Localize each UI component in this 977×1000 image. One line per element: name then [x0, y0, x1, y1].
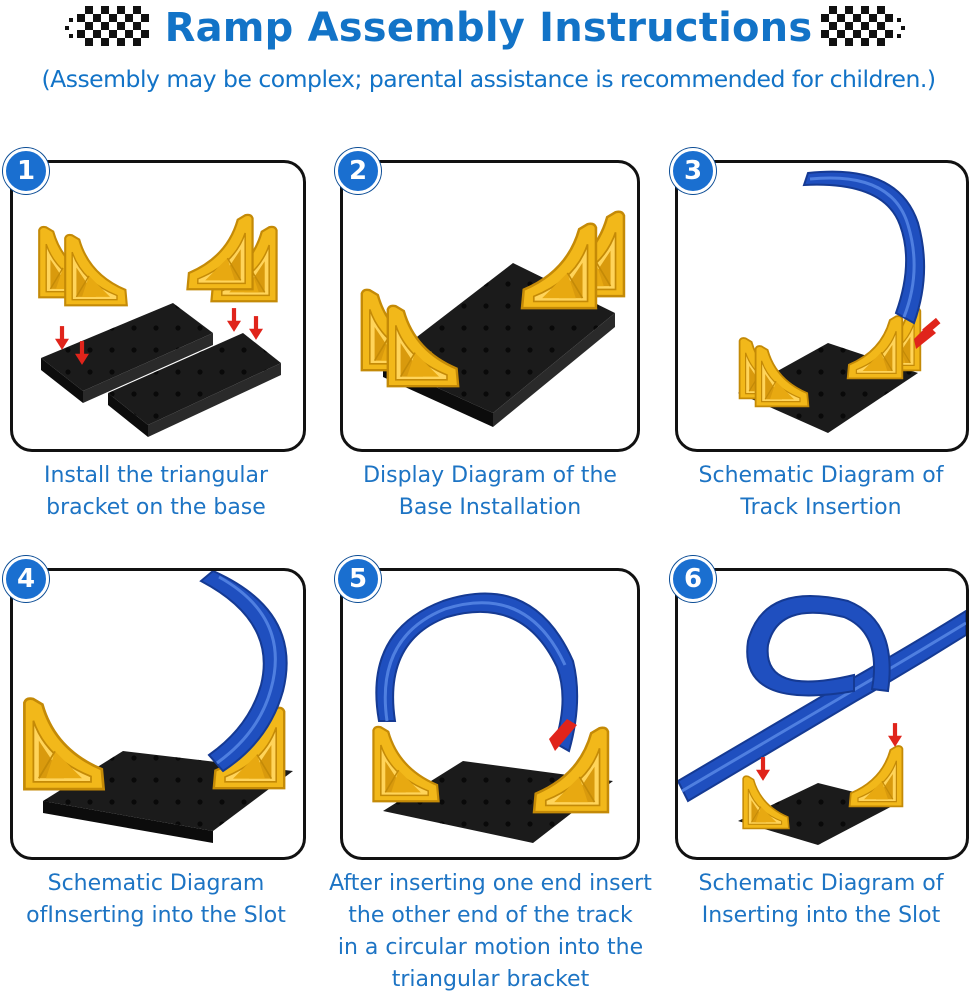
step-number-badge: 2	[335, 148, 381, 194]
step-1: 1 Install the triangular bracket on the …	[0, 140, 320, 530]
step-caption: Install the triangular bracket on the ba…	[43, 463, 269, 520]
step-number-badge: 3	[670, 148, 716, 194]
slot-insertion-illustration	[22, 571, 293, 843]
step-image-frame	[340, 160, 640, 452]
checkered-flag-icon	[821, 6, 905, 46]
step-5: 5 After inserting one end insert the oth…	[318, 548, 663, 1000]
step-image-frame	[340, 568, 640, 860]
step-2: 2 Display Diagram of the Base Installati…	[330, 140, 650, 530]
step-6: 6 Schematic Diagram of Inserting into th…	[665, 548, 977, 948]
checkered-flag-icon	[65, 6, 149, 46]
step-caption: After inserting one end insert the other…	[329, 871, 652, 992]
circular-track-illustration	[372, 592, 613, 843]
bracket-base-illustration	[38, 213, 281, 437]
step-4: 4 Schematic Diagram ofInserting into the…	[0, 548, 320, 948]
page-title: Ramp Assembly Instructions	[164, 5, 813, 51]
step-caption: Schematic Diagram of Inserting into the …	[698, 871, 944, 928]
step-3: 3 Schematic Diagram of Track Insertion	[665, 140, 977, 530]
step-number-badge: 1	[3, 148, 49, 194]
step-image-frame	[10, 568, 306, 860]
page-subtitle: (Assembly may be complex; parental assis…	[41, 65, 936, 93]
base-installation-illustration	[360, 210, 626, 427]
slot-insertion-illustration	[678, 595, 966, 845]
header: Ramp Assembly Instructions (Assembly may…	[0, 0, 977, 110]
track-insertion-illustration	[738, 170, 941, 433]
step-caption: Schematic Diagram ofInserting into the S…	[26, 871, 286, 928]
step-number-badge: 6	[670, 556, 716, 602]
step-image-frame	[675, 568, 969, 860]
step-caption: Display Diagram of the Base Installation	[363, 463, 617, 520]
step-number-badge: 4	[3, 556, 49, 602]
step-number-badge: 5	[335, 556, 381, 602]
step-caption: Schematic Diagram of Track Insertion	[698, 463, 944, 520]
step-image-frame	[675, 160, 969, 452]
step-image-frame	[10, 160, 306, 452]
